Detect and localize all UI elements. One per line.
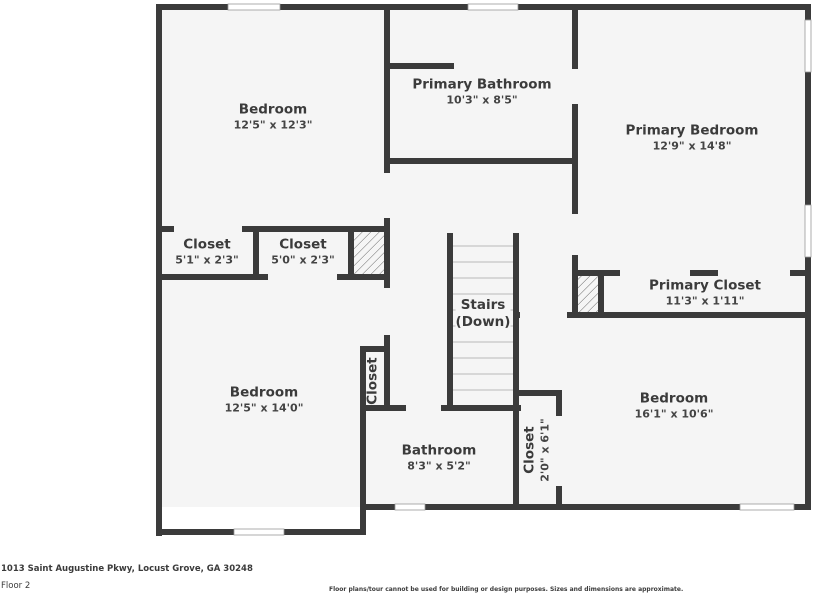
room-dimensions: 5'1" x 2'3"	[175, 253, 239, 267]
room-name: Closet	[183, 236, 231, 253]
room-bedroom-se: Bedroom 16'1" x 10'6"	[635, 391, 714, 422]
room-bedroom-nw: Bedroom 12'5" x 12'3"	[234, 102, 313, 133]
room-stairs: Stairs (Down)	[455, 297, 511, 331]
room-bedroom-sw: Bedroom 12'5" x 14'0"	[225, 385, 304, 416]
floor-plan-drawing	[156, 3, 814, 537]
room-name: Primary Closet	[649, 277, 761, 294]
chase-hatch-east	[578, 276, 598, 312]
room-name: Closet	[279, 236, 327, 253]
room-name: Bedroom	[639, 390, 709, 407]
interior-walls	[160, 7, 811, 510]
room-closet-1: Closet 5'1" x 2'3"	[175, 237, 239, 268]
disclaimer: Floor plans/tour cannot be used for buil…	[329, 586, 684, 593]
room-closet-se: Closet 2'0" x 6'1"	[522, 418, 553, 482]
room-name: Stairs	[460, 297, 506, 314]
stairs-direction: (Down)	[455, 314, 511, 330]
room-name: Bedroom	[229, 384, 299, 401]
windows	[227, 3, 812, 536]
room-name: Bedroom	[238, 101, 308, 118]
room-primary-bedroom: Primary Bedroom 12'9" x 14'8"	[626, 123, 759, 154]
property-address: 1013 Saint Augustine Pkwy, Locust Grove,…	[1, 564, 253, 574]
room-primary-closet: Primary Closet 11'3" x 1'11"	[649, 278, 761, 309]
room-name: Primary Bedroom	[625, 122, 759, 139]
room-name: Closet	[521, 426, 538, 474]
floor-level: Floor 2	[1, 581, 31, 591]
room-closet-hall: Closet	[365, 357, 382, 404]
room-bathroom: Bathroom 8'3" x 5'2"	[402, 443, 477, 474]
room-dimensions: 2'0" x 6'1"	[538, 418, 552, 482]
room-dimensions: 10'3" x 8'5"	[446, 93, 518, 107]
room-dimensions: 8'3" x 5'2"	[407, 459, 471, 473]
room-dimensions: 12'9" x 14'8"	[652, 139, 732, 153]
room-name: Closet	[364, 357, 381, 405]
room-dimensions: 12'5" x 14'0"	[224, 401, 304, 415]
chase-hatch-west	[354, 232, 384, 274]
room-dimensions: 5'0" x 2'3"	[271, 253, 335, 267]
room-dimensions: 11'3" x 1'11"	[665, 294, 745, 308]
room-fills	[160, 7, 814, 537]
room-closet-2: Closet 5'0" x 2'3"	[271, 237, 335, 268]
room-name: Bathroom	[401, 442, 477, 459]
room-primary-bathroom: Primary Bathroom 10'3" x 8'5"	[412, 77, 551, 108]
room-dimensions: 12'5" x 12'3"	[233, 118, 313, 132]
room-dimensions: 16'1" x 10'6"	[634, 407, 714, 421]
room-name: Primary Bathroom	[412, 76, 552, 93]
